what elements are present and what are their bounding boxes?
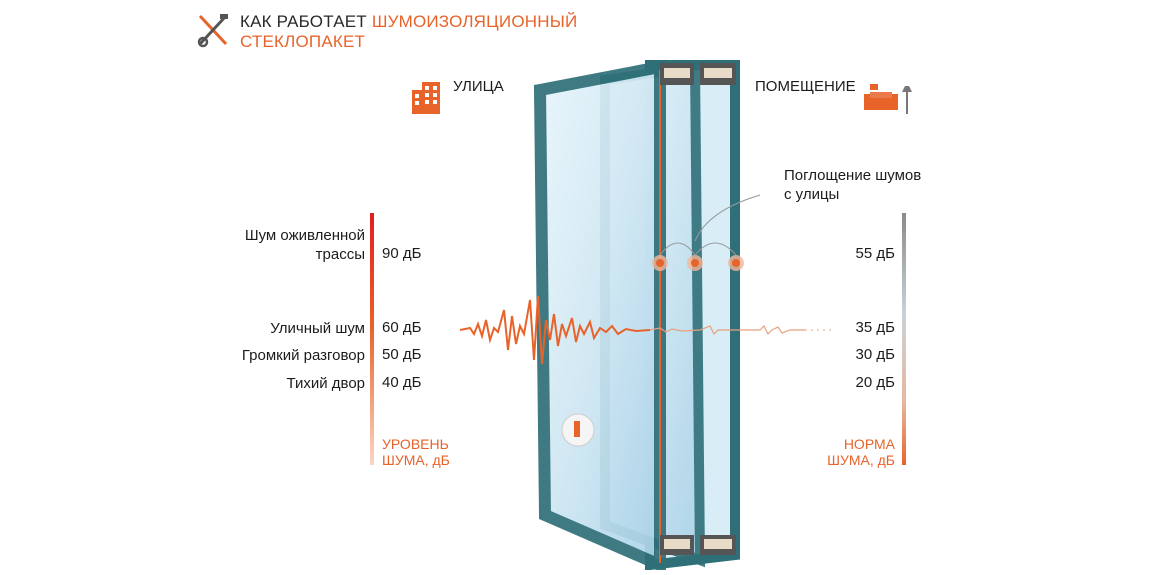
inside-value-1: 55 дБ xyxy=(855,245,895,262)
loud-wave xyxy=(460,295,651,365)
outside-scale-bar xyxy=(370,213,374,465)
outside-value-street: 60 дБ xyxy=(382,319,422,336)
page-title: КАК РАБОТАЕТ ШУМОИЗОЛЯЦИОННЫЙ СТЕКЛОПАКЕ… xyxy=(240,12,577,52)
title-part-dark: КАК РАБОТАЕТ xyxy=(240,12,367,31)
inside-caption-l1: НОРМА xyxy=(843,436,895,452)
sofa-lamp-icon xyxy=(864,78,914,118)
annotation-l1: Поглощение шумов xyxy=(784,167,922,184)
outside-caption-l1: УРОВЕНЬ xyxy=(382,436,449,452)
inside-scale-bar xyxy=(902,213,906,465)
sound-wave xyxy=(460,295,835,365)
outside-label-yard: Тихий двор xyxy=(286,375,365,392)
title-icon xyxy=(196,12,230,48)
glass-unit xyxy=(533,59,760,570)
quiet-wave xyxy=(649,324,805,336)
street-label: УЛИЦА xyxy=(453,78,504,95)
annotation-l2: с улицы xyxy=(784,186,840,203)
room-label: ПОМЕЩЕНИЕ xyxy=(755,78,856,95)
inside-value-4: 20 дБ xyxy=(855,374,895,391)
inside-caption-l2: ШУМА, дБ xyxy=(827,452,895,468)
inside-scale-caption: НОРМА ШУМА, дБ xyxy=(827,436,895,468)
inside-value-2: 35 дБ xyxy=(855,319,895,336)
outside-value-yard: 40 дБ xyxy=(382,374,422,391)
absorption-annotation: Поглощение шумов с улицы xyxy=(784,166,921,204)
outside-caption-l2: ШУМА, дБ xyxy=(382,452,450,468)
outside-label-traffic-l2: трассы xyxy=(315,246,365,263)
outside-label-talk: Громкий разговор xyxy=(241,347,365,364)
building-icon xyxy=(412,80,442,116)
outside-scale-caption: УРОВЕНЬ ШУМА, дБ xyxy=(382,436,450,468)
outside-label-street: Уличный шум xyxy=(270,320,365,337)
outside-value-traffic: 90 дБ xyxy=(382,245,422,262)
outside-label-traffic-l1: Шум оживленной xyxy=(244,227,365,244)
outside-value-talk: 50 дБ xyxy=(382,346,422,363)
outside-label-traffic: Шум оживленной трассы xyxy=(245,226,365,264)
title-part-accent-2: СТЕКЛОПАКЕТ xyxy=(240,32,366,51)
title-part-accent: ШУМОИЗОЛЯЦИОННЫЙ xyxy=(371,12,578,31)
inside-value-3: 30 дБ xyxy=(855,346,895,363)
